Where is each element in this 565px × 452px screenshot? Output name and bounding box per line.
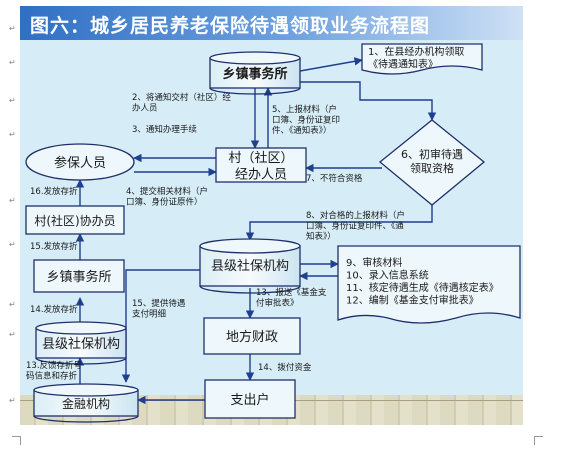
node-town-top xyxy=(209,51,301,95)
node-expense xyxy=(204,379,296,419)
node-county-center xyxy=(199,238,301,294)
page-corner-right xyxy=(534,436,543,445)
edge-town-to-review xyxy=(300,81,437,121)
paragraph-mark: ↵ xyxy=(9,240,16,249)
edge-label-7: 7、不符合资格 xyxy=(306,173,363,184)
paragraph-mark: ↵ xyxy=(9,24,16,33)
edge-label-16: 16.发放存折 xyxy=(30,186,78,197)
node-county-left xyxy=(35,321,127,365)
node-review xyxy=(378,119,486,206)
edge-review-to-county xyxy=(245,205,433,241)
paragraph-mark: ↵ xyxy=(9,96,16,105)
edge-label-14a: 14、拨付资金 xyxy=(258,362,312,373)
edge-label-5: 5、上报材料（户口簿、身份证复印件、《通知表》） xyxy=(272,104,340,136)
edge-label-13b: 13.反馈存折号码信息和存折 xyxy=(26,360,82,382)
village-label: 村（社区）经办人员 xyxy=(228,150,293,182)
town-top-label: 乡镇事务所 xyxy=(222,66,287,82)
node-insured xyxy=(25,143,135,181)
insured-label: 参保人员 xyxy=(54,155,106,171)
town-left-label: 乡镇事务所 xyxy=(46,269,111,285)
edge-label-15a: 15、提供待遇支付明细 xyxy=(132,298,186,320)
node-village-helper xyxy=(25,205,125,235)
finance-label: 地方财政 xyxy=(226,329,278,345)
note1-label: 1、在县经办机构领取《待遇通知表》 xyxy=(368,45,464,71)
county-center-label: 县级社保机构 xyxy=(211,258,289,274)
paragraph-mark: ↵ xyxy=(9,58,16,67)
expense-label: 支出户 xyxy=(230,392,269,408)
edge-label-13: 13、报送《基金支付审批表》 xyxy=(256,287,327,309)
review-label: 6、初审待遇领取资格 xyxy=(401,147,463,175)
paragraph-mark: ↵ xyxy=(9,300,16,309)
node-note1 xyxy=(361,43,483,75)
paragraph-mark: ↵ xyxy=(9,396,16,405)
edge-label-14b: 14.发放存折 xyxy=(30,304,78,315)
node-village xyxy=(215,147,307,183)
paragraph-mark: ↵ xyxy=(9,196,16,205)
bank-label: 金融机构 xyxy=(62,396,110,411)
edge-county-to-bank xyxy=(121,269,205,383)
county-left-label: 县级社保机构 xyxy=(42,336,120,352)
paragraph-mark: ↵ xyxy=(9,130,16,139)
edge-label-2: 2、将通知交村（社区）经办人员 xyxy=(132,92,231,114)
edge-label-8: 8、对合格的上报材料（户口簿、身份证复印件、《通知表》） xyxy=(306,210,405,242)
node-finance xyxy=(203,317,301,355)
title-bar: 图六：城乡居民养老保险待遇领取业务流程图 xyxy=(20,6,523,40)
village-helper-label: 村(社区)协办员 xyxy=(34,213,115,228)
edge-label-4: 4、提交相关材料（户口簿、身份证原件） xyxy=(126,186,208,208)
edge-label-3: 3、通知办理手续 xyxy=(132,124,197,135)
page-title: 图六：城乡居民养老保险待遇领取业务流程图 xyxy=(30,15,431,37)
edge-label-15b: 15.发放存折 xyxy=(30,241,78,252)
node-bank xyxy=(33,383,139,423)
paragraph-mark: ↵ xyxy=(9,330,16,339)
node-town-left xyxy=(33,259,125,293)
node-steps-box xyxy=(337,245,521,324)
page-corner-left xyxy=(12,436,21,445)
edge-town-to-note1 xyxy=(299,57,363,72)
